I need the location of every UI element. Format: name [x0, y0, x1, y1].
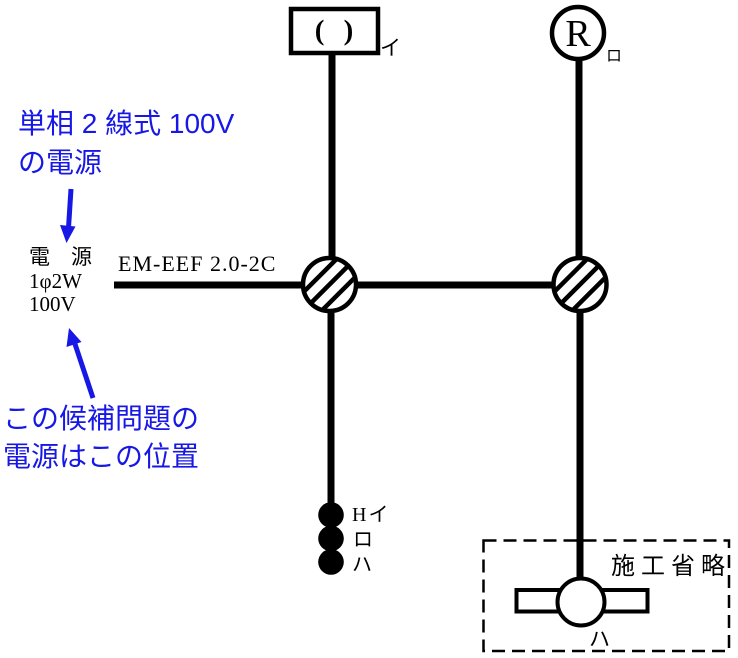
power-source-name: 電 源: [29, 245, 92, 269]
lamp-symbol-left-wing: [514, 588, 564, 614]
position-note-line2: 電源はこの位置: [3, 441, 200, 472]
source-note-arrow-icon: [60, 188, 76, 243]
source-note: 単相 2 線式 100V の電源: [18, 104, 234, 182]
switch-dot-3: [318, 549, 344, 575]
fluorescent-symbol-text: ( ): [314, 14, 360, 47]
source-note-line1: 単相 2 線式 100V: [18, 108, 235, 139]
power-source-label: 電 源 1φ2W 100V: [29, 245, 92, 317]
omitted-section-label: 施工省略: [611, 554, 731, 580]
power-source-phase: 1φ2W: [29, 268, 82, 293]
lamp-receptacle-circle: [549, 4, 607, 62]
source-note-line2: の電源: [18, 147, 103, 178]
switch-label-2: ロ: [353, 529, 375, 551]
switch-dot-2: [318, 525, 344, 552]
power-source-voltage: 100V: [29, 292, 76, 316]
junction-box-right-hatch: [555, 260, 605, 309]
position-note: この候補問題の 電源はこの位置: [3, 400, 199, 476]
junction-box-left-hatch: [305, 260, 354, 309]
switch-label-1: Hイ: [352, 504, 391, 526]
lamp-symbol-circle: [555, 576, 607, 628]
receptacle-symbol-text: R: [565, 13, 591, 55]
switch-label-3: ハ: [352, 554, 374, 576]
cable-type-label: EM-EEF 2.0-2C: [118, 251, 277, 276]
receptacle-circuit-label: ロ: [606, 48, 623, 65]
fluorescent-circuit-label: イ: [380, 36, 401, 60]
fluorescent-light-box: [288, 6, 381, 56]
omitted-lamp-circuit-label: ハ: [589, 627, 610, 651]
position-note-arrow-icon: [66, 328, 96, 399]
lamp-symbol-right-wing: [599, 588, 650, 614]
omitted-area-dashed-box: [482, 539, 731, 653]
position-note-line1: この候補問題の: [3, 403, 200, 434]
switch-dot-1: [318, 502, 344, 528]
